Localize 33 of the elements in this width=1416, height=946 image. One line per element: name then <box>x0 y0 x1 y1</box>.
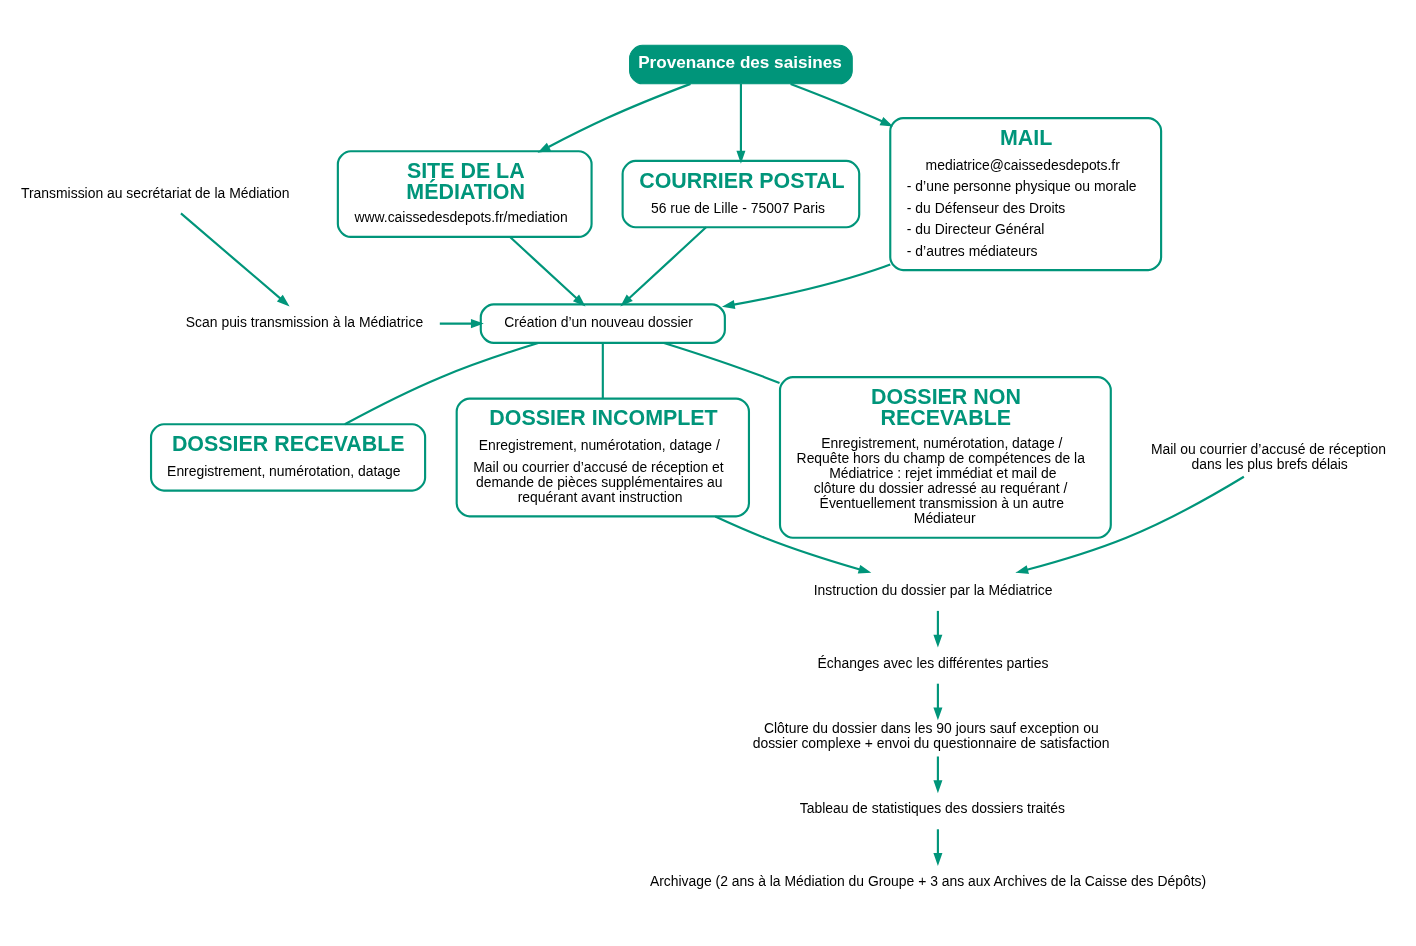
node-box: MAIL mediatrice@caissedesdepots.fr - d’une personne physique ou morale - du Défenseur des Droits - du Directeur Général - d’autres médiateurs <box>889 116 1163 271</box>
arrow <box>790 82 894 126</box>
arrow <box>933 828 943 866</box>
node-box: DOSSIER NON RECEVABLE Enregistrement, numérotation, datage / Requête hors du champ de compétences de la Médiatrice : rejet immédiat et mail de clôture du dossier adressé au requérant / Éventuellement transmission à un autre Médiateur <box>778 375 1112 539</box>
node-box: Création d’un nouveau dossier <box>479 302 726 344</box>
node-text: Transmission au secrétariat de la Médiation <box>20 184 290 201</box>
arrow <box>933 610 943 648</box>
connector <box>663 341 780 384</box>
arrow <box>721 263 891 309</box>
arrow <box>620 226 707 306</box>
node-text: Clôture du dossier dans les 90 jours sauf exception ou dossier complexe + envoi du questionnaire de satisfaction <box>752 719 1110 751</box>
node-text: Archivage (2 ans à la Médiation du Groupe + 3 ans aux Archives de la Caisse des Dépôts) <box>649 872 1207 889</box>
node-box: Provenance des saisines <box>629 44 853 84</box>
node-text: Échanges avec les différentes parties <box>817 654 1049 671</box>
arrow <box>736 83 746 164</box>
node-box: SITE DE LA MÉDIATION www.caissedesdepots.fr/mediation <box>336 149 593 238</box>
node-text: Tableau de statistiques des dossiers traités <box>799 799 1065 816</box>
arrow <box>180 212 290 306</box>
node-box: DOSSIER INCOMPLET Enregistrement, numérotation, datage / Mail ou courrier d’accusé de réception et demande de pièces supplémentaires au requérant avant instruction <box>455 397 751 517</box>
connector <box>601 342 604 398</box>
arrow <box>933 683 943 720</box>
node-box: COURRIER POSTAL 56 rue de Lille - 75007 Paris <box>621 159 861 228</box>
arrow <box>1015 475 1245 574</box>
arrow <box>509 235 586 307</box>
arrow <box>714 515 872 574</box>
node-box: DOSSIER RECEVABLE Enregistrement, numérotation, datage <box>150 422 427 492</box>
node-text: Instruction du dossier par la Médiatrice <box>813 581 1053 598</box>
node-text: Mail ou courrier d’accusé de réception dans les plus brefs délais <box>1150 440 1386 472</box>
arrow <box>933 756 943 793</box>
arrow <box>537 82 691 153</box>
arrow <box>439 318 484 328</box>
node-text: Scan puis transmission à la Médiatrice <box>185 313 424 330</box>
connector <box>344 341 539 425</box>
